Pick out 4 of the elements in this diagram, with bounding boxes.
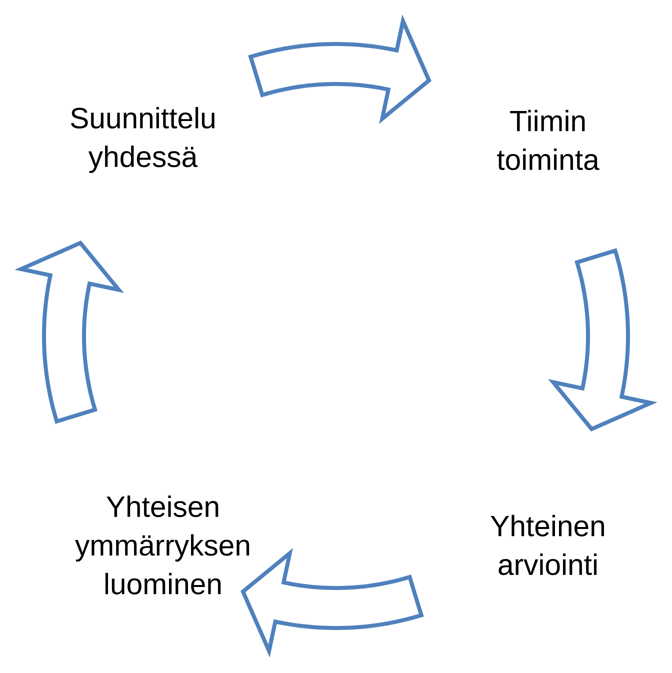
step-label: Suunnittelu yhdessä bbox=[70, 106, 214, 173]
step-label: Tiimin toiminta bbox=[497, 110, 600, 170]
step-label: Yhteinen arviointi bbox=[490, 514, 604, 576]
step-label: Yhteisen ymmärryksen luominen bbox=[75, 496, 250, 594]
